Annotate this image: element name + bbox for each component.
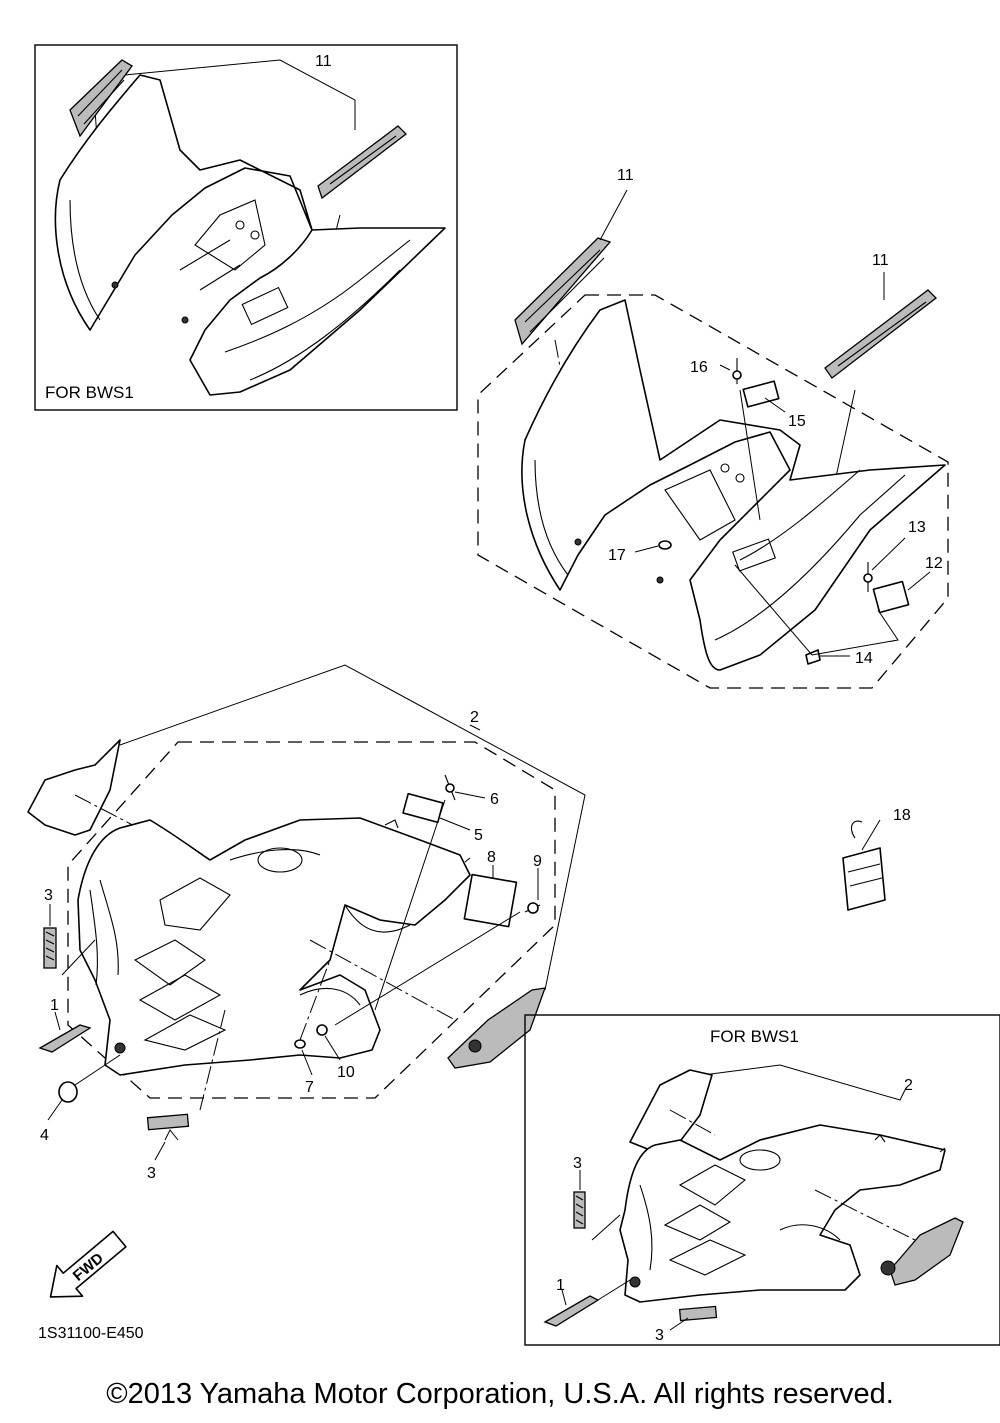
callout-2-bws1: 2 xyxy=(904,1077,913,1094)
clip-14 xyxy=(805,649,821,665)
callout-2-main: 2 xyxy=(470,709,479,726)
leader-11-bws1 xyxy=(124,59,356,130)
front-fender-group: 11 11 16 15 13 12 17 14 xyxy=(477,167,949,689)
label-5 xyxy=(402,792,444,824)
callout-7: 7 xyxy=(305,1079,314,1096)
rivet-13 xyxy=(863,562,873,592)
copyright-notice: ©2013 Yamaha Motor Corporation, U.S.A. A… xyxy=(106,1378,894,1410)
side-decal-right xyxy=(824,289,937,379)
frame-label-bws1-bottom: FOR BWS1 xyxy=(710,1027,799,1046)
label-15 xyxy=(742,380,780,408)
rear-side-decal-large xyxy=(27,739,121,836)
grommet-7 xyxy=(294,1039,306,1049)
callout-10: 10 xyxy=(337,1064,355,1081)
frame-label-bws1-top: FOR BWS1 xyxy=(45,383,134,402)
drawing-number: 1S31100-E450 xyxy=(38,1325,144,1342)
rivet-16 xyxy=(732,358,742,384)
callout-11-right: 11 xyxy=(872,252,889,269)
emblem-1 xyxy=(38,1024,92,1053)
reflector-3-upper xyxy=(43,927,57,969)
rear-fender-bws1-group: FOR BWS1 2 3 1 3 xyxy=(524,1014,1000,1346)
callout-11-bws1: 11 xyxy=(315,53,332,70)
callout-9: 9 xyxy=(533,853,542,870)
callout-4: 4 xyxy=(40,1127,49,1144)
callout-14: 14 xyxy=(855,650,873,667)
side-decal-right-bws1 xyxy=(317,125,407,200)
callout-1-bws1: 1 xyxy=(556,1277,565,1294)
callout-3-bws1-upper: 3 xyxy=(573,1155,582,1172)
callout-11-left: 11 xyxy=(617,167,634,184)
grommet-17 xyxy=(658,540,672,550)
bws1-front-frame xyxy=(34,44,458,411)
fwd-arrow-icon: FWD xyxy=(49,1230,127,1298)
callout-13: 13 xyxy=(908,519,926,536)
callout-3-main-lower: 3 xyxy=(147,1165,156,1182)
front-fender-body-bws1 xyxy=(54,74,446,396)
front-fender-dashed-boundary xyxy=(477,294,949,689)
callout-8: 8 xyxy=(487,849,496,866)
front-fender-body xyxy=(521,299,946,671)
label-12 xyxy=(872,580,910,614)
rear-emblem-decal xyxy=(447,987,546,1069)
leader-2-bws1 xyxy=(679,1064,906,1101)
callout-1-main: 1 xyxy=(50,997,59,1014)
rear-fender-body xyxy=(77,817,471,1076)
reflector-3-upper-bws1 xyxy=(573,1191,586,1229)
callout-18: 18 xyxy=(893,807,911,824)
reflector-3-lower-bws1 xyxy=(678,1305,718,1322)
bws1-rear-frame xyxy=(524,1014,1000,1346)
callout-15: 15 xyxy=(788,413,806,430)
side-decal-left xyxy=(514,237,612,346)
callout-12: 12 xyxy=(925,555,943,572)
callout-3-bws1-lower: 3 xyxy=(655,1327,664,1344)
leader-2 xyxy=(119,664,586,991)
rear-fender-body-bws1 xyxy=(619,1124,946,1303)
rear-fender-dashed-boundary xyxy=(67,741,556,1099)
front-fender-bws1-group: 11 FOR BWS1 xyxy=(34,44,458,411)
callout-6: 6 xyxy=(490,791,499,808)
nut-10 xyxy=(316,1024,328,1036)
rear-fender-group: 2 6 5 8 9 3 1 4 3 7 10 xyxy=(27,664,586,1182)
emblem-1-bws1 xyxy=(543,1295,600,1327)
callout-17: 17 xyxy=(608,547,626,564)
reflector-3-lower xyxy=(146,1113,190,1131)
reflector-4 xyxy=(58,1081,78,1103)
rear-emblem-decal-bws1 xyxy=(880,1217,964,1286)
callout-16: 16 xyxy=(690,359,708,376)
rivet-9 xyxy=(524,902,541,914)
plate-8 xyxy=(463,873,518,928)
callout-3-main-upper: 3 xyxy=(44,887,53,904)
side-decal-left-bws1 xyxy=(69,59,133,138)
rivet-6 xyxy=(444,774,456,801)
caution-tag-18: 18 xyxy=(842,807,911,911)
callout-5: 5 xyxy=(474,827,483,844)
